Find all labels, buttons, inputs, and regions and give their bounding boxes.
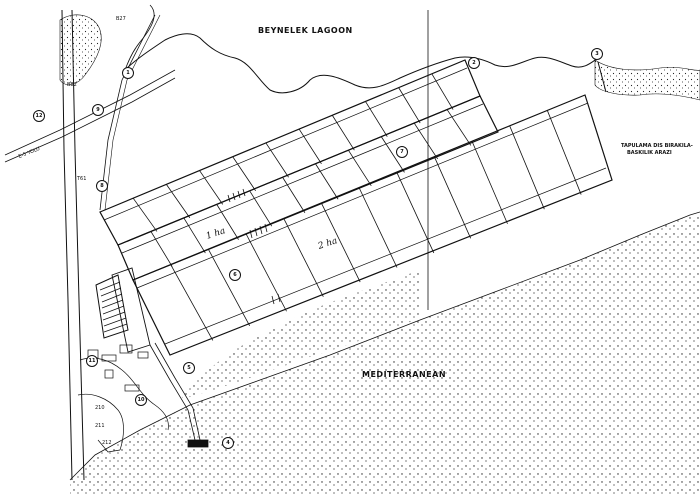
pond-cell-divider — [546, 110, 582, 195]
marker-circle: 9 — [92, 104, 104, 116]
pond-cell-divider — [170, 264, 214, 341]
dike-ticks — [227, 188, 281, 305]
pond-cell-divider — [199, 170, 224, 205]
pond-cell-divider — [216, 204, 239, 240]
reference-note-line1: TAPULAMA DIS BIRAKILA- — [621, 143, 693, 149]
marker-circle: 8 — [96, 180, 108, 192]
plot-number: 211 — [95, 423, 105, 429]
marker-circle: 12 — [33, 110, 45, 122]
pond-cell-divider — [282, 177, 306, 213]
marker-circle: 3 — [591, 48, 603, 60]
pond-cell-divider — [431, 73, 454, 110]
pond-cell-divider — [207, 248, 251, 327]
pond-divisions — [132, 73, 582, 341]
main-road-edge — [71, 9, 85, 481]
pond-cell-divider — [433, 156, 472, 239]
pond-cell-divider — [398, 87, 421, 124]
lagoon-west-shore — [124, 4, 155, 71]
spit-pier — [597, 61, 607, 93]
marker-circle: 1 — [122, 67, 134, 79]
pond-cell-divider — [166, 184, 191, 219]
plot-number: B27 — [116, 16, 126, 22]
pond-cell-divider — [509, 125, 545, 210]
lagoon-intake-canal-2 — [104, 14, 161, 211]
reference-note-line2: BASKILIK ARAZI — [627, 150, 672, 156]
pond-cell-divider — [471, 141, 508, 224]
marker-circle: 7 — [396, 146, 408, 158]
hatchery-building — [95, 267, 151, 353]
marker-circle: 10 — [135, 394, 147, 406]
plot-number: B82 — [67, 82, 77, 88]
pond-cell-divider — [365, 101, 388, 137]
sea-label: MEDITERRANEAN — [362, 370, 447, 379]
reference-note: TAPULAMA DIS BIRAKILA- BASKILIK ARAZI — [621, 143, 693, 157]
plot-number: 212 — [102, 440, 112, 446]
pond-cell-divider — [331, 115, 355, 151]
sandy-spit — [594, 59, 700, 101]
pond-channels — [103, 67, 607, 345]
pond-cell-divider — [249, 190, 273, 227]
beach-sand-area — [70, 212, 700, 495]
hill-contour — [59, 14, 102, 85]
lagoon-shoreline — [124, 33, 599, 94]
pond-cell-divider — [446, 109, 472, 146]
pond-cell-divider — [413, 122, 438, 160]
plot-number: T61 — [77, 176, 87, 182]
marker-circle: 4 — [222, 437, 234, 449]
pond-cell-divider — [132, 197, 158, 232]
pond-cell-divider — [283, 218, 324, 297]
lagoon-intake-canal — [99, 14, 156, 211]
shoreline — [69, 211, 700, 481]
pond-cell-divider — [183, 217, 206, 254]
pond-cell-divider — [245, 233, 287, 312]
pond-cell-divider — [358, 187, 398, 268]
lagoon-label: BEYNELEK LAGOON — [258, 26, 353, 35]
sand-inner-edge — [180, 270, 420, 400]
pond-cell-divider — [298, 128, 322, 164]
pond-cell-divider — [348, 149, 372, 187]
pond-cell-divider — [380, 136, 405, 173]
marker-circle: 2 — [468, 57, 480, 69]
marker-circle: 5 — [183, 362, 195, 374]
plot-number: 210 — [95, 405, 105, 411]
marker-circle: 11 — [86, 355, 98, 367]
main-road — [61, 9, 73, 481]
pond-strip-middle — [117, 95, 499, 281]
pond-cell-divider — [150, 231, 173, 267]
marker-circle: 6 — [229, 269, 241, 281]
pond-cell-divider — [232, 156, 256, 192]
pond-cell-divider — [315, 163, 339, 200]
pond-cell-divider — [265, 142, 289, 178]
outfall-pipeline — [149, 342, 209, 448]
